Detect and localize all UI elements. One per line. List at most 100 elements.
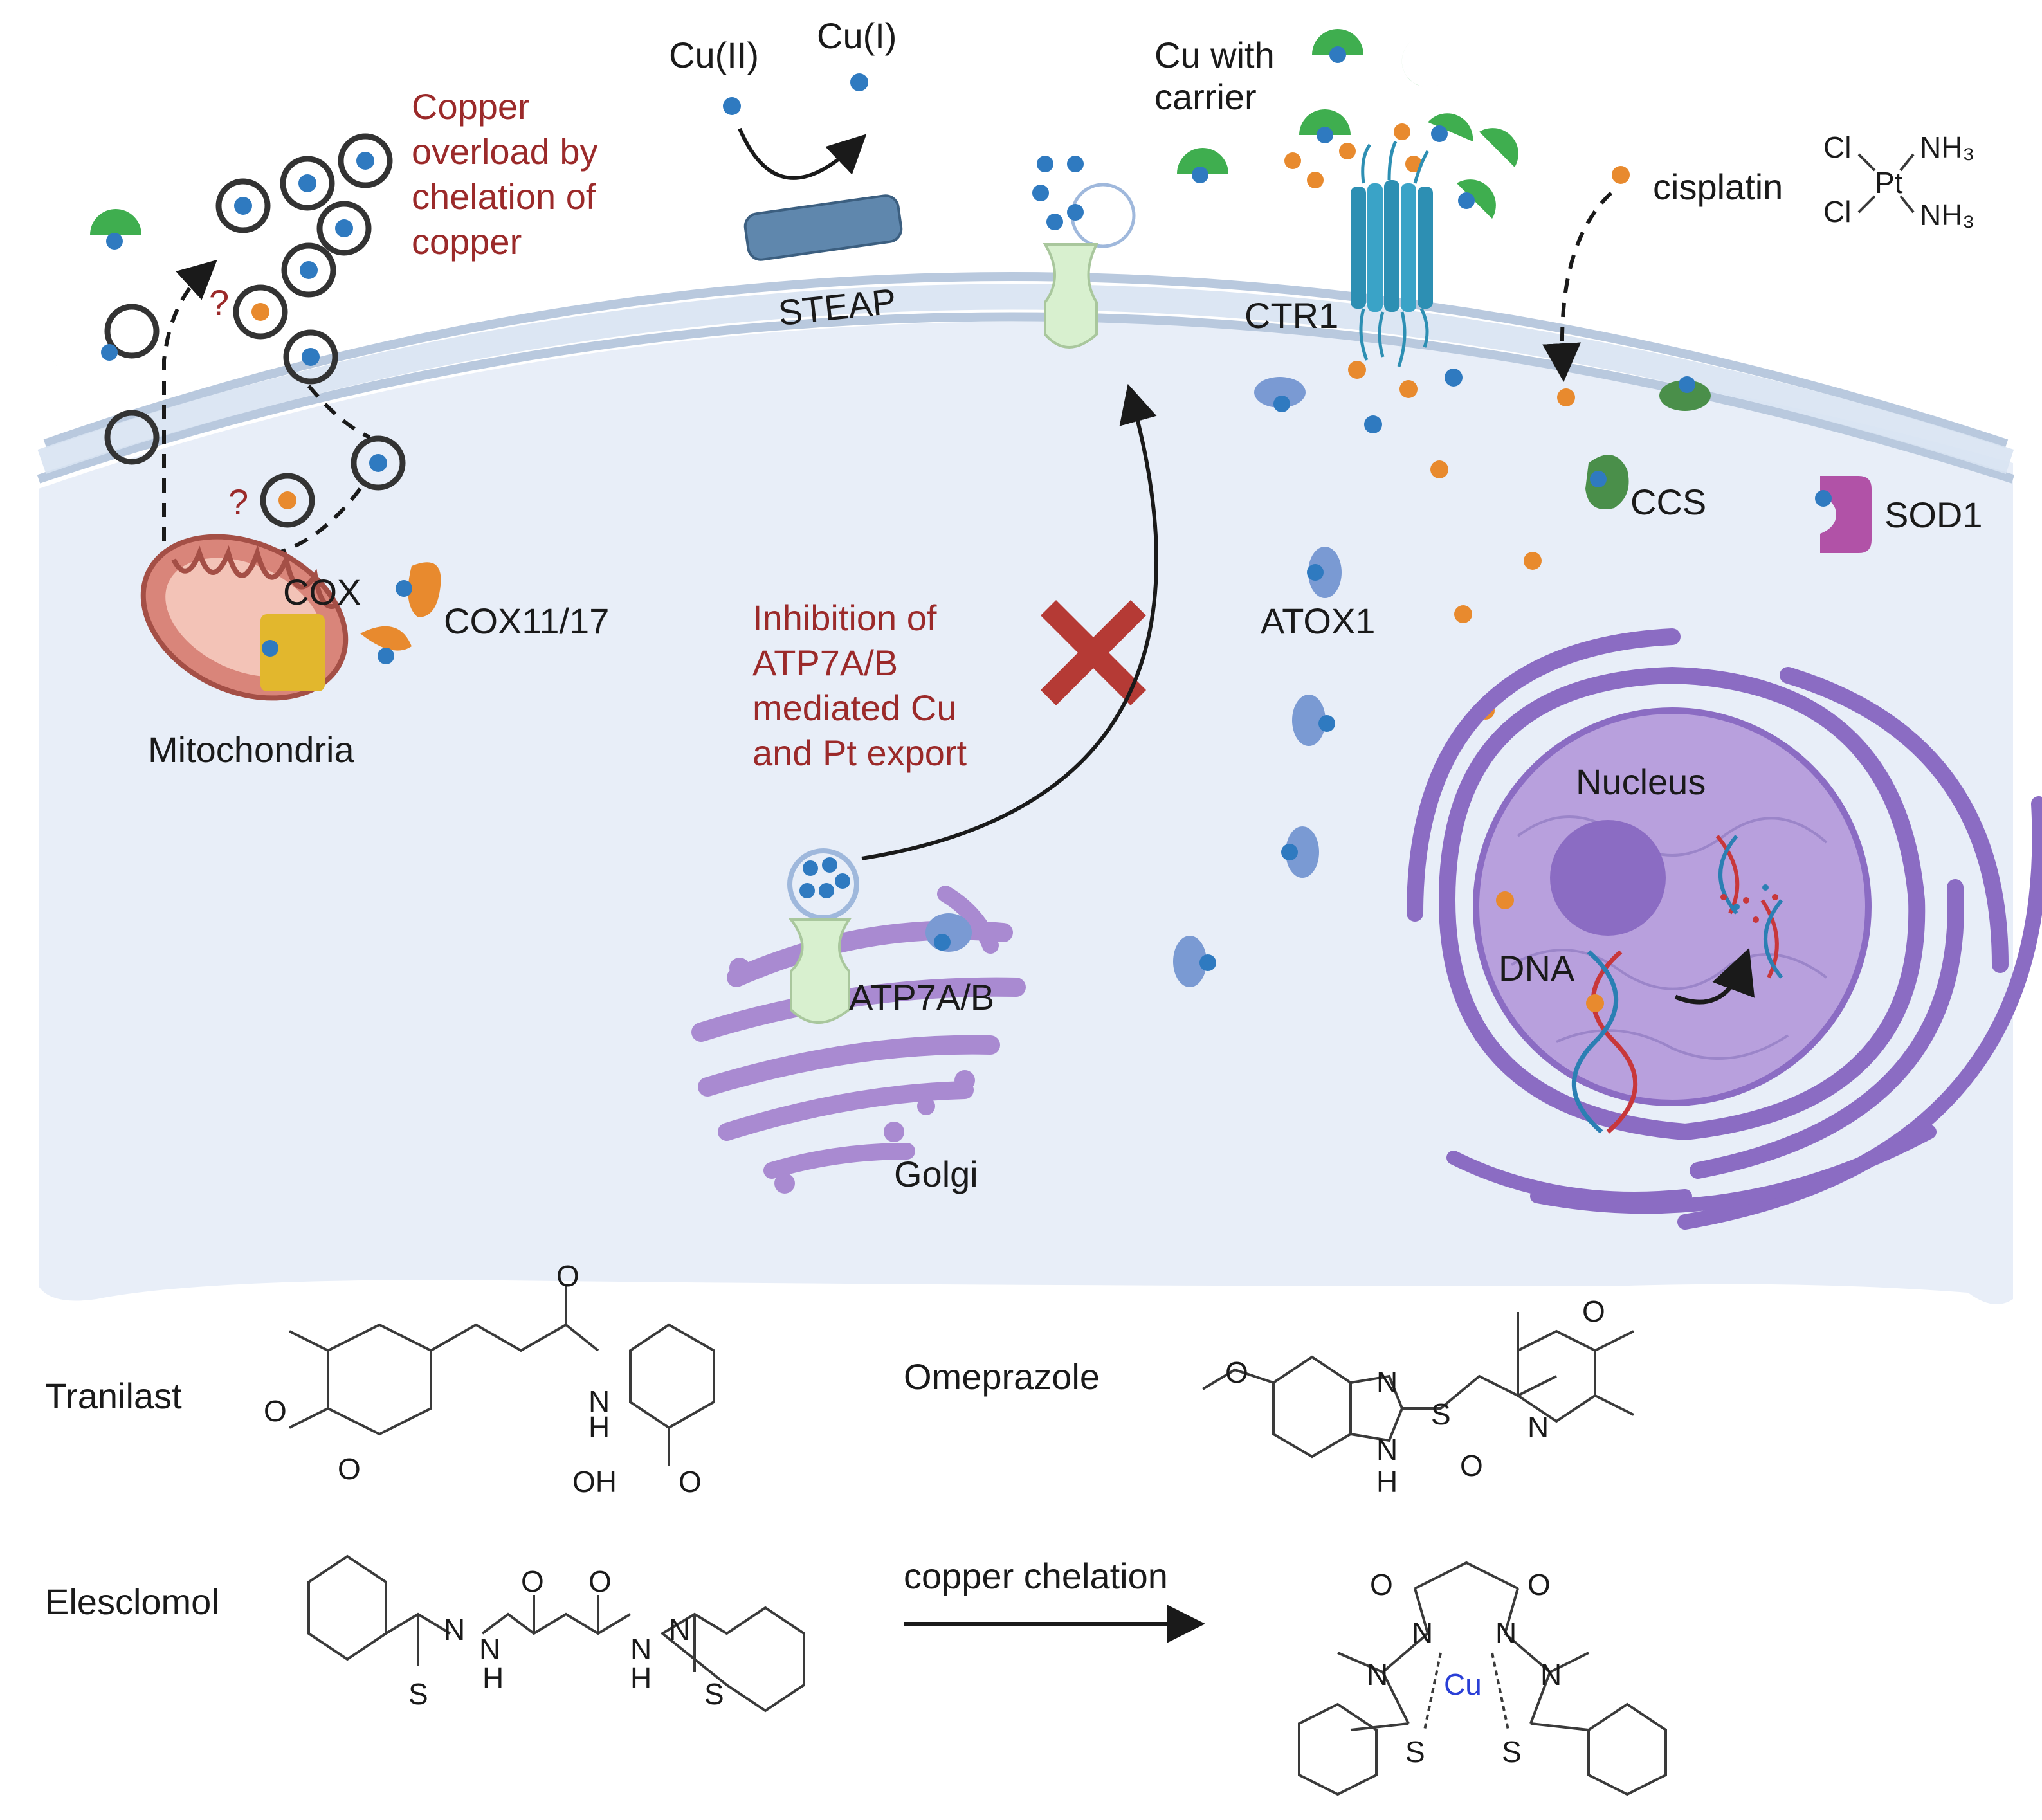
svg-text:N: N bbox=[479, 1632, 500, 1666]
svg-text:N: N bbox=[444, 1613, 465, 1646]
cu-elesclomol-complex: O O N N N N Cu S S bbox=[1298, 1561, 1667, 1796]
svg-text:NH₃: NH₃ bbox=[1920, 131, 1974, 164]
svg-text:O: O bbox=[1370, 1568, 1393, 1601]
cu-carrier-label-2: carrier bbox=[1154, 77, 1257, 117]
omeprazole-label: Omeprazole bbox=[904, 1356, 1100, 1397]
elesclomol-structure: N N H O O N H N S S bbox=[307, 1554, 805, 1713]
svg-text:OH: OH bbox=[572, 1465, 617, 1498]
sod1-enzyme bbox=[1815, 476, 1872, 553]
cu-carrier-label-1: Cu with bbox=[1154, 35, 1275, 75]
nuclear-cisplatin bbox=[1496, 891, 1514, 909]
svg-text:O: O bbox=[1460, 1449, 1483, 1482]
svg-text:O: O bbox=[338, 1452, 361, 1486]
svg-text:Inhibition of: Inhibition of bbox=[752, 597, 937, 638]
svg-text:S: S bbox=[704, 1677, 724, 1711]
svg-text:mediated Cu: mediated Cu bbox=[752, 687, 957, 728]
svg-text:N: N bbox=[1367, 1658, 1388, 1691]
svg-text:Copper: Copper bbox=[412, 86, 530, 127]
endoplasmic-reticulum bbox=[1407, 628, 2042, 1230]
chelation-label: copper chelation bbox=[904, 1556, 1168, 1596]
cu1-label: Cu(I) bbox=[817, 15, 897, 56]
svg-text:O: O bbox=[679, 1465, 702, 1498]
svg-text:N: N bbox=[1527, 1410, 1549, 1444]
svg-text:O: O bbox=[1225, 1356, 1248, 1389]
svg-text:O: O bbox=[1582, 1295, 1605, 1328]
elesclomol-label: Elesclomol bbox=[45, 1581, 219, 1622]
golgi-label: Golgi bbox=[894, 1154, 978, 1194]
svg-text:H: H bbox=[588, 1410, 610, 1444]
cell-membrane-outer bbox=[43, 272, 2009, 448]
svg-text:O: O bbox=[521, 1565, 544, 1598]
cisplatin-molecule bbox=[1612, 166, 1630, 184]
question-mark-top: ? bbox=[209, 282, 229, 323]
svg-text:chelation of: chelation of bbox=[412, 176, 596, 217]
membrane-proteins bbox=[1254, 376, 1711, 412]
svg-text:N: N bbox=[1376, 1365, 1398, 1399]
dna-damage-arrow bbox=[1674, 947, 1755, 1005]
mitochondrion bbox=[140, 534, 349, 701]
sod1-label: SOD1 bbox=[1884, 495, 1983, 535]
ctr1-transporter bbox=[1351, 140, 1433, 367]
svg-text:Cl: Cl bbox=[1823, 131, 1851, 164]
mitochondria-label: Mitochondria bbox=[148, 729, 354, 770]
membrane-export-site bbox=[1032, 156, 1136, 349]
svg-text:S: S bbox=[1502, 1735, 1522, 1769]
tranilast-structure: O N H OH O O O bbox=[264, 1259, 715, 1498]
dna-helix bbox=[1572, 950, 1637, 1134]
ionophore-cargo bbox=[234, 152, 387, 509]
svg-text:N: N bbox=[1540, 1658, 1562, 1691]
cell-membrane-core bbox=[37, 284, 2014, 475]
cu-center: Cu bbox=[1444, 1668, 1482, 1701]
copper-overload-note: Copper overload by chelation of copper bbox=[412, 86, 598, 262]
svg-text:H: H bbox=[630, 1661, 652, 1695]
svg-text:O: O bbox=[264, 1394, 287, 1428]
cox11-17-chaperones bbox=[360, 562, 441, 664]
cisplatin-label: cisplatin bbox=[1653, 167, 1783, 207]
omeprazole-structure: O N N H S O N O bbox=[1201, 1295, 1634, 1498]
svg-text:S: S bbox=[1405, 1735, 1425, 1769]
svg-text:N: N bbox=[669, 1613, 690, 1646]
svg-text:O: O bbox=[1527, 1568, 1551, 1601]
nucleolus bbox=[1550, 820, 1666, 936]
svg-text:copper: copper bbox=[412, 221, 522, 262]
atox1-chaperones bbox=[1173, 547, 1342, 987]
ctr1-label: CTR1 bbox=[1244, 295, 1338, 336]
reduction-arrow bbox=[738, 127, 867, 180]
svg-text:ATP7A/B: ATP7A/B bbox=[752, 642, 898, 683]
svg-text:N: N bbox=[1495, 1616, 1517, 1650]
inhibition-cross bbox=[1040, 599, 1147, 706]
svg-text:and Pt export: and Pt export bbox=[752, 733, 967, 773]
ionophore-complexes bbox=[104, 133, 406, 637]
cox-label: COX bbox=[283, 572, 361, 612]
svg-text:N: N bbox=[630, 1632, 652, 1666]
ccs-label: CCS bbox=[1630, 482, 1706, 522]
cu1-ion bbox=[850, 73, 868, 91]
cox-complex bbox=[260, 614, 325, 691]
svg-text:overload by: overload by bbox=[412, 131, 598, 172]
ccs-chaperone bbox=[1585, 455, 1629, 509]
steap-channel bbox=[743, 194, 903, 261]
inhibition-note: Inhibition of ATP7A/B mediated Cu and Pt… bbox=[752, 597, 967, 773]
ionophore-cycle-path bbox=[162, 259, 371, 566]
svg-text:S: S bbox=[408, 1677, 428, 1711]
svg-text:H: H bbox=[1376, 1465, 1398, 1498]
svg-text:N: N bbox=[588, 1385, 610, 1418]
svg-text:H: H bbox=[482, 1661, 504, 1695]
svg-text:NH₃: NH₃ bbox=[1920, 198, 1974, 232]
export-trafficking-arrow bbox=[861, 383, 1158, 860]
svg-text:N: N bbox=[1412, 1616, 1433, 1650]
tranilast-label: Tranilast bbox=[45, 1376, 182, 1416]
cytoplasm bbox=[39, 321, 2013, 1305]
nucleus bbox=[1473, 707, 1872, 1106]
svg-text:Pt: Pt bbox=[1875, 166, 1903, 199]
dna-label: DNA bbox=[1499, 948, 1575, 988]
carrier-copper-complexes bbox=[1177, 29, 1518, 219]
svg-text:S: S bbox=[1431, 1397, 1451, 1431]
svg-text:O: O bbox=[588, 1565, 612, 1598]
golgi-vesicles bbox=[729, 958, 975, 1194]
atp7ab-label: ATP7A/B bbox=[849, 977, 994, 1017]
svg-text:N: N bbox=[1376, 1433, 1398, 1466]
svg-text:Cl: Cl bbox=[1823, 195, 1851, 228]
atp7ab-transporter bbox=[787, 848, 859, 1024]
